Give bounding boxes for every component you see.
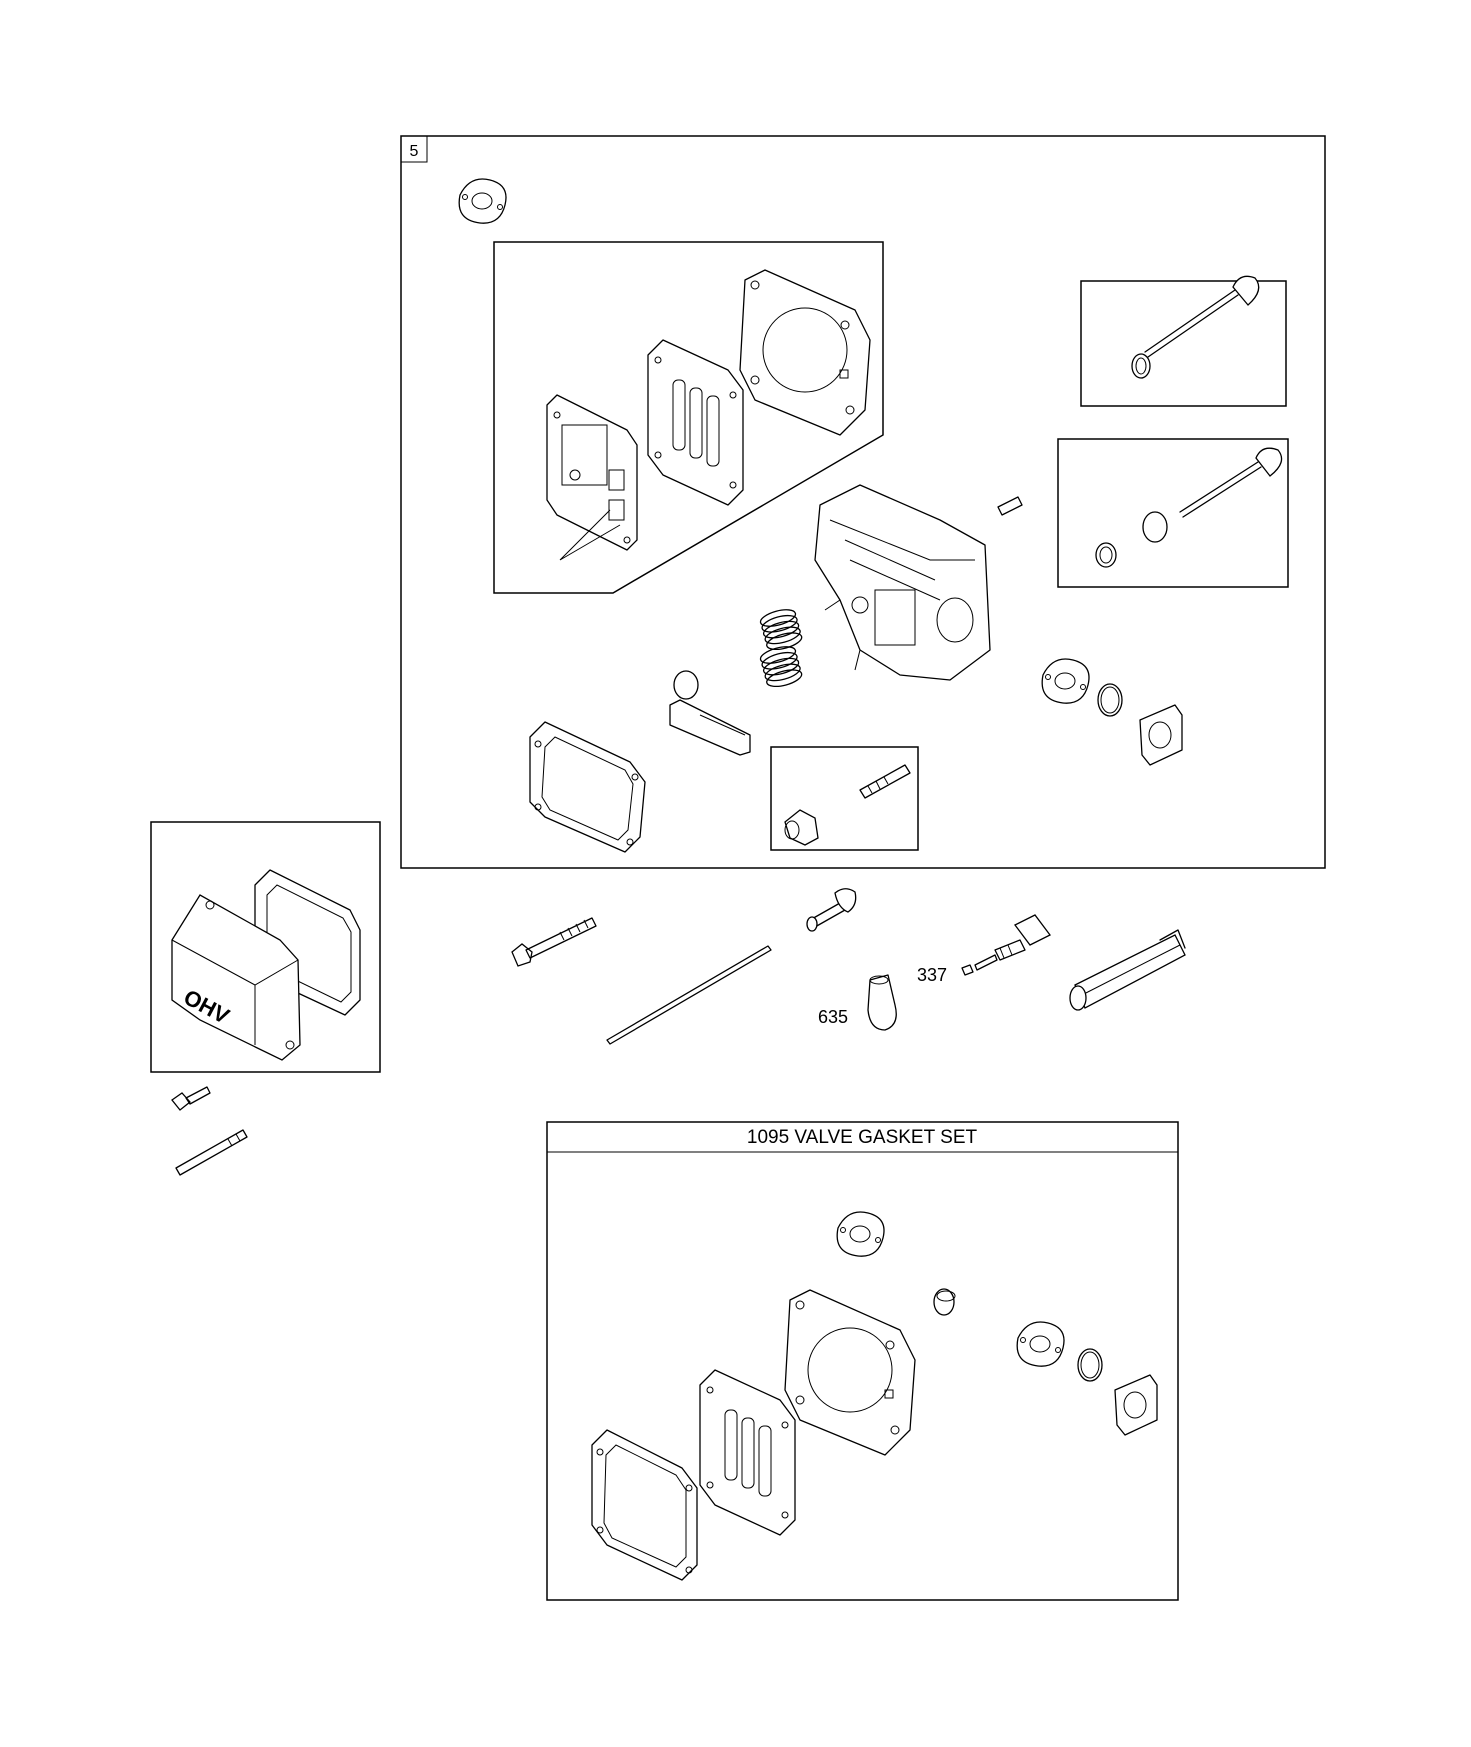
rocker-cover-screw bbox=[171, 1086, 211, 1111]
kit-intake-gasket-2 bbox=[1114, 1374, 1158, 1436]
kit-title: 1095 VALVE GASKET SET bbox=[747, 1127, 978, 1148]
spark-plug bbox=[961, 914, 1051, 976]
rocker-cover-gasket bbox=[529, 721, 646, 853]
breather-tube bbox=[1069, 929, 1186, 1011]
intake-gasket-1 bbox=[1041, 658, 1090, 704]
intake-valve-subassembly bbox=[1080, 275, 1287, 407]
head-gasket-subassembly bbox=[493, 241, 884, 594]
dowel-pin bbox=[997, 496, 1023, 516]
kit-valve-seal bbox=[933, 1288, 956, 1316]
stud-nut-subassembly bbox=[770, 746, 919, 851]
rocker-stud bbox=[806, 888, 857, 932]
intake-gasket-2 bbox=[1139, 704, 1183, 766]
kit-intake-gasket-1 bbox=[1016, 1321, 1065, 1367]
kit-rocker-cover-gasket bbox=[591, 1429, 698, 1581]
valve-spring-upper bbox=[758, 605, 805, 654]
exhaust-valve-subassembly bbox=[1057, 438, 1289, 588]
callout-635: 635 bbox=[818, 1007, 848, 1027]
head-bolt bbox=[511, 917, 597, 967]
valve-spring-lower bbox=[758, 642, 805, 691]
kit-exhaust-gasket bbox=[836, 1211, 885, 1257]
cylinder-head-assembly-group: 5 bbox=[400, 135, 1326, 869]
kit-intake-oring bbox=[1077, 1348, 1103, 1382]
intake-oring bbox=[1097, 683, 1123, 717]
kit-plate-gasket bbox=[699, 1369, 796, 1536]
spark-plug-boot bbox=[867, 974, 897, 1031]
push-rod bbox=[606, 945, 772, 1045]
rocker-cover: OHV bbox=[171, 894, 301, 1061]
exhaust-gasket-top bbox=[458, 178, 507, 224]
kit-head-gasket bbox=[784, 1289, 916, 1456]
rocker-cover-group: OHV bbox=[150, 821, 381, 1073]
valve-cap bbox=[673, 670, 699, 700]
valve-gasket-set-group: 1095 VALVE GASKET SET bbox=[546, 1121, 1179, 1601]
cylinder-head bbox=[814, 484, 991, 681]
callout-337: 337 bbox=[917, 965, 947, 985]
rocker-cover-stud bbox=[175, 1129, 248, 1176]
group-label: 5 bbox=[410, 143, 419, 160]
rocker-bracket bbox=[669, 699, 751, 756]
